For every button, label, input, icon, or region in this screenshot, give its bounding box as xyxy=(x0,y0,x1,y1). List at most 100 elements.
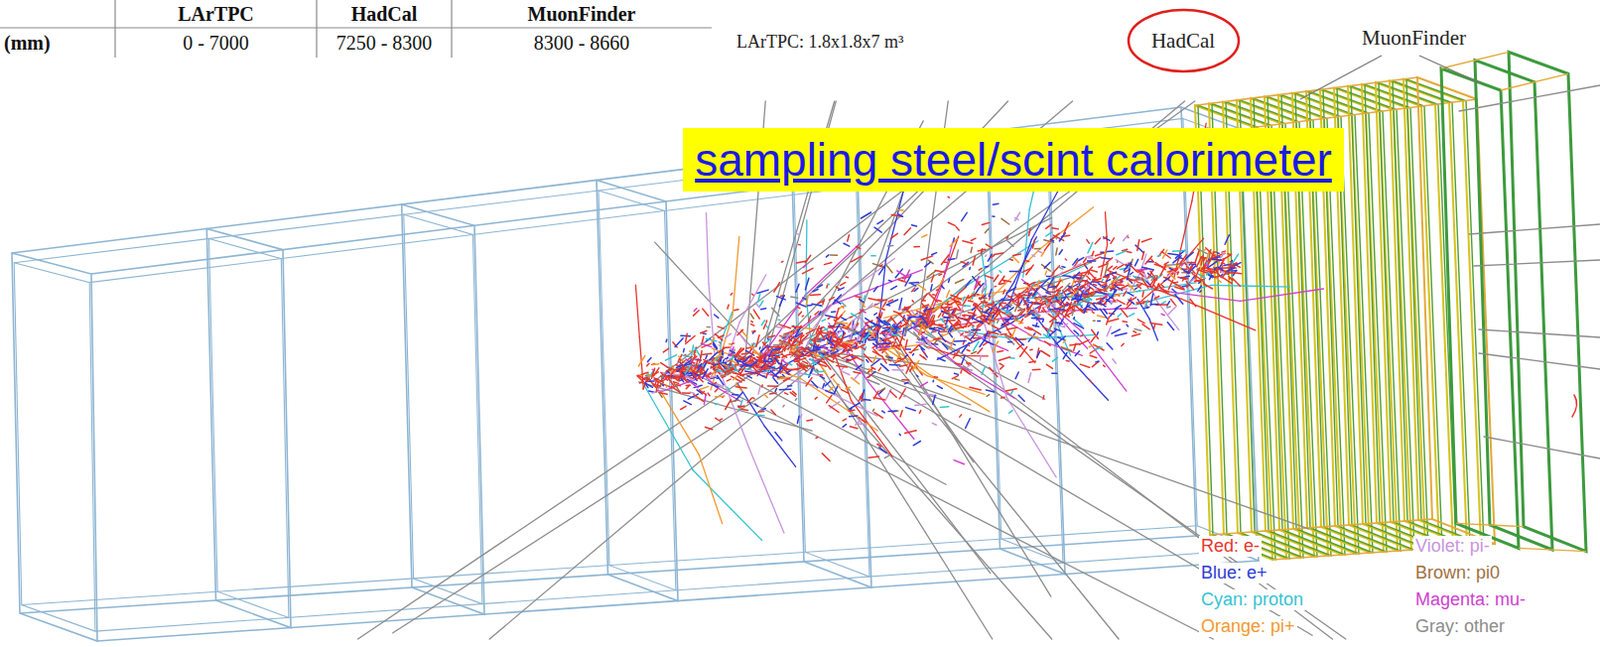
shower-hit xyxy=(1222,277,1232,284)
shower-hit xyxy=(970,238,976,241)
shower-hit xyxy=(1114,333,1127,337)
shower-hit xyxy=(1100,252,1104,255)
hadcal-edge xyxy=(1209,519,1433,535)
muon-edge xyxy=(1500,73,1569,91)
shower-hit xyxy=(1141,238,1152,242)
shower-hit xyxy=(965,280,971,288)
shower-hit xyxy=(1126,301,1134,309)
particle-track xyxy=(1149,318,1158,341)
shower-hit xyxy=(999,270,1002,273)
shower-hit xyxy=(1145,256,1153,265)
shower-hit xyxy=(873,397,886,400)
shower-hit xyxy=(912,314,918,316)
shower-hit xyxy=(816,337,823,340)
tpc-section xyxy=(988,142,1064,564)
shower-hit xyxy=(886,264,894,272)
shower-hit xyxy=(661,363,672,371)
particle-track xyxy=(869,383,915,440)
shower-hit xyxy=(761,320,765,326)
particle-track xyxy=(698,454,723,525)
particle-track xyxy=(1064,353,1109,401)
shower-hit xyxy=(805,329,814,334)
shower-hit xyxy=(844,325,849,328)
shower-hit xyxy=(1037,351,1041,359)
shower-hit xyxy=(933,395,936,404)
shower-hit xyxy=(1167,322,1174,331)
shower-hit xyxy=(751,346,754,349)
shower-hit xyxy=(1130,272,1134,275)
shower-hit xyxy=(1137,267,1147,272)
shower-hit xyxy=(674,338,683,348)
shower-hit xyxy=(960,262,968,266)
shower-hit xyxy=(767,338,770,340)
shower-hit xyxy=(985,255,987,257)
shower-hit xyxy=(811,303,822,306)
shower-hit xyxy=(1090,336,1095,342)
shower-hit xyxy=(1103,365,1106,367)
shower-hit xyxy=(856,365,862,370)
particle-track xyxy=(1027,257,1101,289)
shower-hit xyxy=(714,389,718,393)
shower-hit xyxy=(1117,313,1122,317)
shower-hit xyxy=(715,417,721,421)
shower-hit xyxy=(836,366,848,368)
exiting-track xyxy=(1468,224,1600,235)
shower-hit xyxy=(1187,284,1189,287)
shower-hit xyxy=(1000,302,1006,305)
shower-hit xyxy=(845,275,848,278)
shower-hit xyxy=(899,335,904,347)
tpc-section xyxy=(403,214,483,604)
shower-hit xyxy=(805,294,808,306)
shower-hit xyxy=(826,395,832,403)
shower-hit xyxy=(1083,259,1087,264)
shower-hit xyxy=(1207,268,1211,271)
table-rule xyxy=(114,0,116,58)
shower-hit xyxy=(726,379,731,382)
shower-hit xyxy=(984,228,989,233)
shower-hit xyxy=(1126,324,1128,327)
shower-hit xyxy=(715,402,719,405)
shower-hit xyxy=(931,274,934,282)
shower-hit xyxy=(1154,287,1158,291)
shower-hit xyxy=(738,405,745,408)
table-rule xyxy=(0,26,712,28)
shower-hit xyxy=(859,397,864,401)
shower-hit xyxy=(1089,355,1097,358)
shower-hit xyxy=(1009,301,1015,305)
shower-hit xyxy=(884,455,890,459)
shower-hit xyxy=(1012,256,1019,263)
shower-hit xyxy=(1115,275,1120,279)
shower-hit xyxy=(749,359,753,362)
shower-hit xyxy=(1092,320,1095,323)
shower-hit xyxy=(1015,372,1019,380)
shower-hit xyxy=(830,254,838,257)
particle-track xyxy=(489,341,842,640)
shower-hit xyxy=(915,403,927,405)
shower-hit xyxy=(705,355,707,359)
shower-hit xyxy=(1091,311,1094,314)
shower-hit xyxy=(939,352,941,355)
shower-hit xyxy=(1011,391,1014,395)
shower-hit xyxy=(720,417,723,420)
shower-hit xyxy=(1087,260,1096,263)
shower-hit xyxy=(1045,270,1047,275)
shower-hit xyxy=(981,367,985,375)
shower-hit xyxy=(1100,258,1111,260)
shower-hit xyxy=(1185,263,1188,266)
shower-hit xyxy=(647,363,650,366)
particle-track xyxy=(706,212,710,283)
shower-hit xyxy=(781,354,787,358)
shower-hit xyxy=(900,410,903,417)
shower-hit xyxy=(1026,282,1036,291)
shower-hit xyxy=(993,253,1003,255)
shower-hit xyxy=(888,304,891,307)
shower-hit xyxy=(693,310,700,316)
shower-hit xyxy=(1094,238,1100,245)
shower-hit xyxy=(774,282,781,293)
shower-hit xyxy=(824,381,831,387)
shower-hit xyxy=(799,244,801,247)
shower-hit xyxy=(658,388,660,390)
shower-hit xyxy=(880,312,883,318)
shower-hit xyxy=(1176,264,1182,270)
